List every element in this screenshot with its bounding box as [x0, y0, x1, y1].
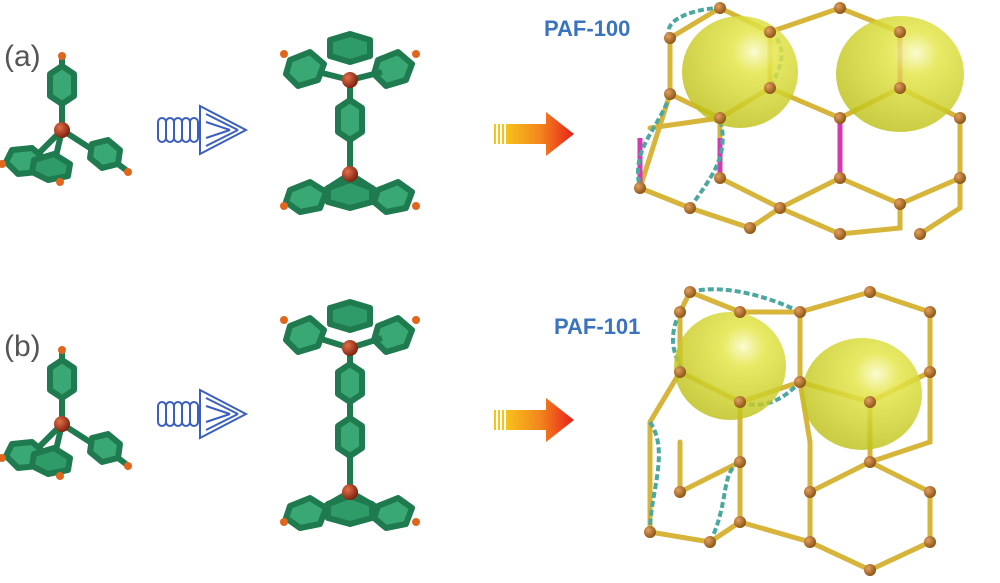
monomer-icon	[0, 346, 132, 480]
panel-label-b: (b)	[4, 330, 41, 363]
framework-icon	[634, 2, 966, 240]
panel-b: (b)	[0, 286, 936, 576]
spring-arrow-icon	[157, 388, 249, 440]
panel-a: (a)	[0, 2, 966, 240]
framework-label-paf-100: PAF-100	[544, 16, 630, 41]
gradient-arrow-icon	[494, 398, 574, 442]
panel-label-a: (a)	[4, 40, 41, 73]
dimer-icon	[280, 299, 420, 531]
spring-arrow-icon	[157, 104, 249, 156]
framework-label-paf-101: PAF-101	[554, 314, 640, 339]
monomer-icon	[0, 52, 132, 186]
dimer-icon	[280, 31, 420, 215]
framework-icon	[644, 286, 936, 576]
gradient-arrow-icon	[494, 112, 574, 156]
